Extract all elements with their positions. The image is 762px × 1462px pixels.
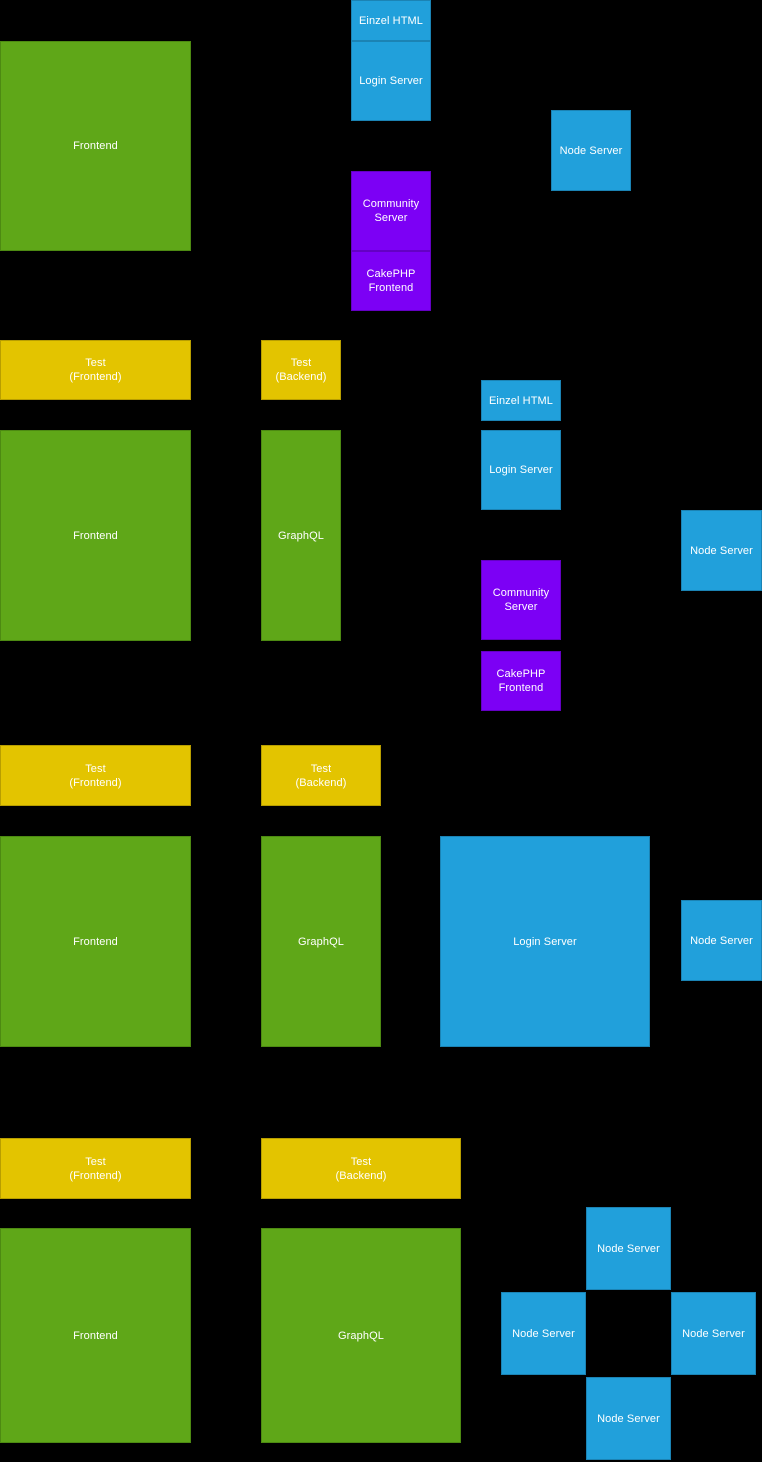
block-label: Test (Backend): [275, 357, 327, 383]
block-label: Test (Frontend): [69, 357, 122, 383]
block-label: Node Server: [690, 934, 753, 947]
block-frontend[interactable]: Frontend: [0, 430, 191, 641]
block-cakephp-frontend[interactable]: CakePHP Frontend: [351, 251, 431, 311]
block-label: GraphQL: [298, 935, 344, 948]
block-graphql[interactable]: GraphQL: [261, 1228, 461, 1443]
block-label: Test (Backend): [335, 1155, 387, 1182]
block-graphql[interactable]: GraphQL: [261, 430, 341, 641]
block-label: Community Server: [362, 198, 420, 224]
block-einzel-html[interactable]: Einzel HTML: [351, 0, 431, 41]
block-label: Test (Backend): [295, 762, 347, 789]
block-label: Test (Frontend): [69, 1155, 122, 1182]
block-node-server[interactable]: Node Server: [551, 110, 631, 191]
block-label: Frontend: [73, 529, 118, 542]
block-test-frontend[interactable]: Test (Frontend): [0, 340, 191, 400]
block-label: GraphQL: [338, 1329, 384, 1342]
block-label: Test (Frontend): [69, 762, 122, 789]
block-label: CakePHP Frontend: [366, 268, 416, 294]
block-test-frontend[interactable]: Test (Frontend): [0, 1138, 191, 1199]
block-label: Node Server: [682, 1327, 745, 1340]
block-node-server[interactable]: Node Server: [586, 1207, 671, 1290]
block-label: Node Server: [690, 544, 753, 557]
block-test-backend[interactable]: Test (Backend): [261, 340, 341, 400]
block-label: Node Server: [597, 1242, 660, 1255]
block-login-server[interactable]: Login Server: [440, 836, 650, 1047]
block-label: Community Server: [492, 587, 550, 613]
block-label: GraphQL: [278, 529, 324, 542]
block-community-server[interactable]: Community Server: [351, 171, 431, 251]
block-node-server[interactable]: Node Server: [586, 1377, 671, 1460]
block-label: Login Server: [513, 935, 577, 948]
block-label: Frontend: [73, 1329, 118, 1342]
block-frontend[interactable]: Frontend: [0, 41, 191, 251]
block-einzel-html[interactable]: Einzel HTML: [481, 380, 561, 421]
block-label: Node Server: [512, 1327, 575, 1340]
block-test-frontend[interactable]: Test (Frontend): [0, 745, 191, 806]
block-cakephp-frontend[interactable]: CakePHP Frontend: [481, 651, 561, 711]
block-label: Node Server: [597, 1412, 660, 1425]
block-node-server[interactable]: Node Server: [671, 1292, 756, 1375]
block-node-server[interactable]: Node Server: [681, 510, 762, 591]
block-node-server[interactable]: Node Server: [501, 1292, 586, 1375]
block-login-server[interactable]: Login Server: [481, 430, 561, 510]
block-community-server[interactable]: Community Server: [481, 560, 561, 640]
block-label: Frontend: [73, 140, 118, 152]
block-label: Einzel HTML: [358, 14, 424, 27]
block-frontend[interactable]: Frontend: [0, 1228, 191, 1443]
block-test-backend[interactable]: Test (Backend): [261, 1138, 461, 1199]
block-label: Einzel HTML: [488, 394, 554, 407]
block-label: Frontend: [73, 935, 118, 948]
block-label: Login Server: [359, 75, 423, 87]
block-login-server[interactable]: Login Server: [351, 41, 431, 121]
block-label: CakePHP Frontend: [496, 668, 546, 694]
block-frontend[interactable]: Frontend: [0, 836, 191, 1047]
block-label: Login Server: [489, 464, 553, 476]
block-graphql[interactable]: GraphQL: [261, 836, 381, 1047]
block-test-backend[interactable]: Test (Backend): [261, 745, 381, 806]
block-label: Node Server: [559, 144, 623, 157]
